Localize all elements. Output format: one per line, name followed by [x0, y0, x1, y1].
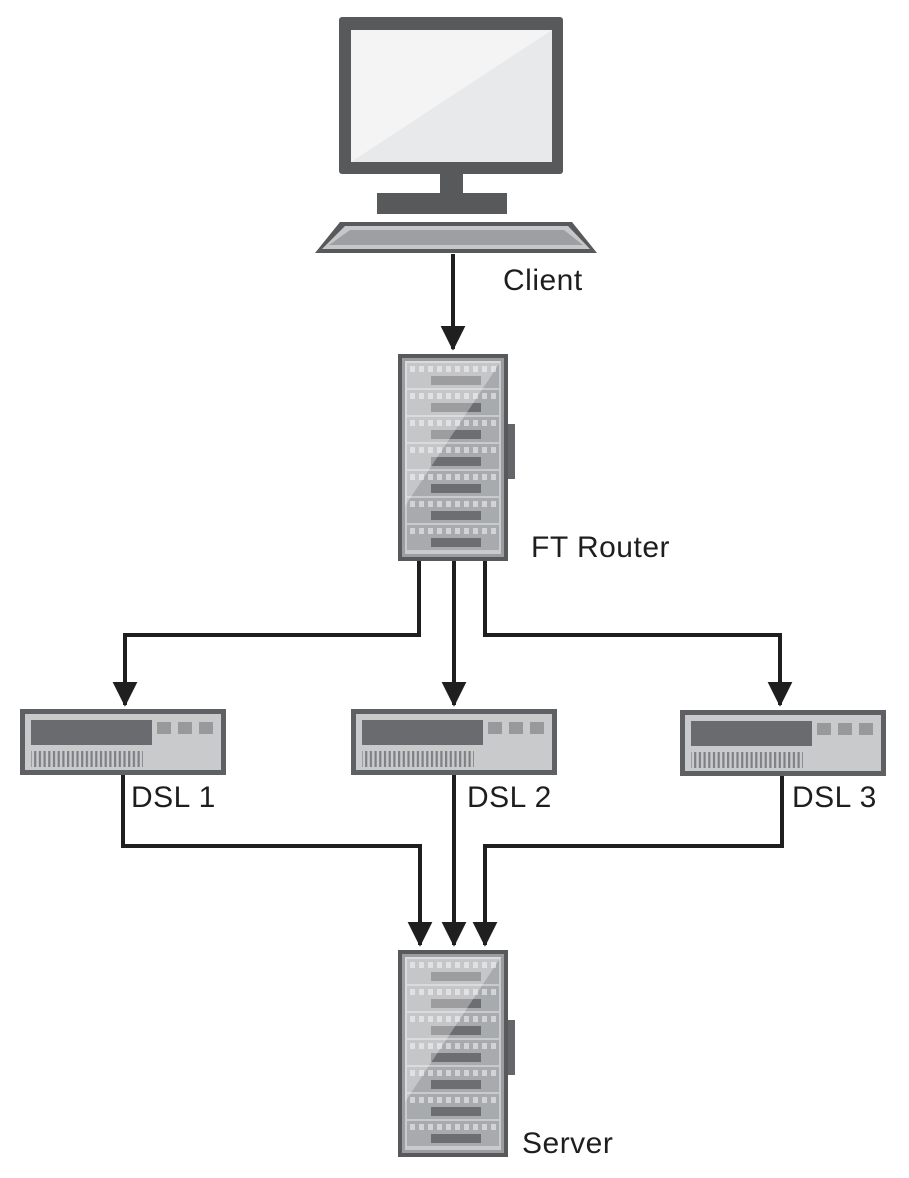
dsl3-label: DSL 3 [792, 781, 877, 814]
dsl2-label: DSL 2 [467, 781, 552, 814]
ft-router-label: FT Router [531, 531, 670, 564]
dsl3-modem-icon [680, 710, 886, 776]
edge-router-to-dsl1 [112, 561, 421, 707]
ft-router-icon [398, 354, 515, 561]
edge-dsl1-to-server [121, 775, 433, 947]
client-computer-icon [315, 17, 597, 253]
dsl2-modem-icon [351, 709, 557, 775]
client-label: Client [503, 264, 583, 297]
server-icon [398, 950, 515, 1157]
server-label: Server [522, 1127, 613, 1160]
edge-dsl3-to-server [472, 775, 784, 947]
dsl1-label: DSL 1 [131, 781, 216, 814]
edge-router-to-dsl3 [483, 561, 793, 707]
dsl1-modem-icon [20, 709, 226, 775]
